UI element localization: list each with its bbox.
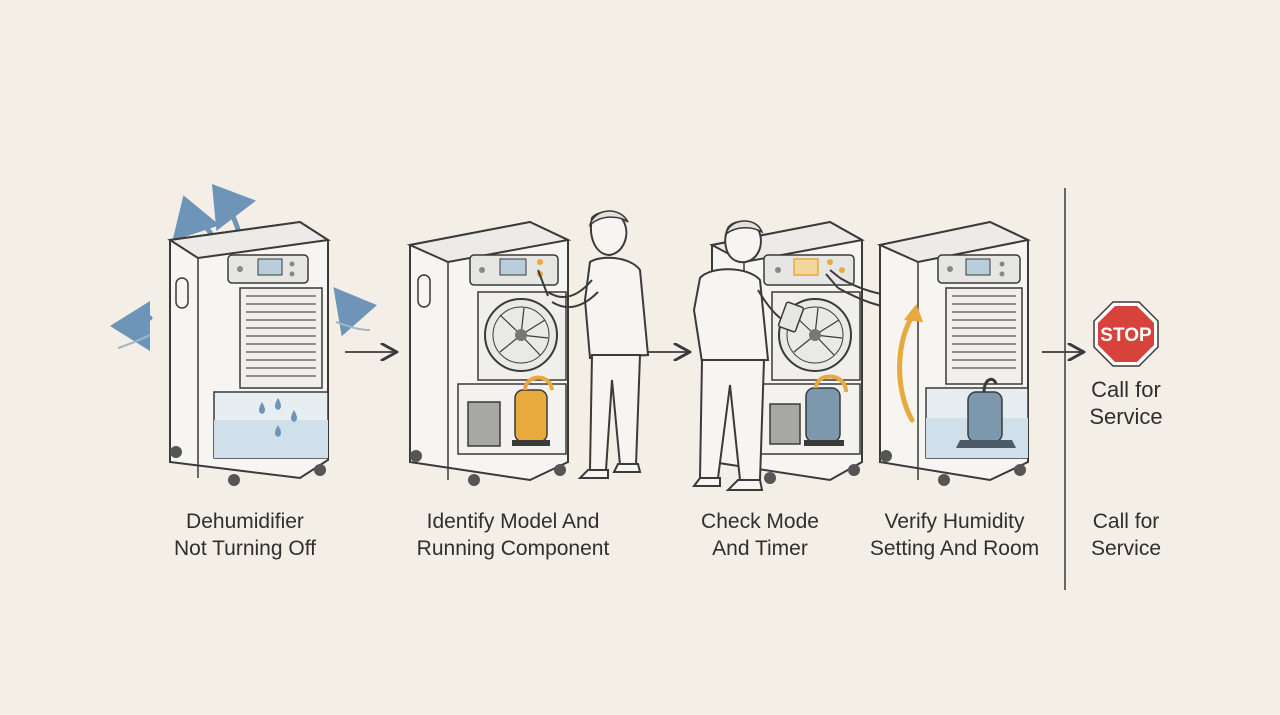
caption-line: And Timer [712,537,808,560]
water-drop-icon [275,398,281,410]
airflow-right-arrow-icon [333,287,377,337]
caption-line: Not Turning Off [173,537,317,560]
identify-model-illustration [406,210,650,486]
airflow-left-arrow-icon [110,300,153,351]
water-drop-icon [291,410,297,422]
dehumidifier-running-illustration [110,184,377,486]
stop-sign-label: Call for Service [1080,376,1172,430]
tablet-icon [777,301,805,333]
step-caption-4: Verify Humidity Setting And Room [852,508,1057,562]
water-drop-icon [259,402,265,414]
caption-line: Verify Humidity [884,510,1025,533]
technician-figure [692,220,805,491]
step-caption-3: Check Mode And Timer [680,508,840,562]
stop-label-line-2: Service [1089,404,1163,429]
verify-humidity-illustration [876,220,1032,486]
compressor-icon [805,387,841,443]
caption-line: Identify Model And [426,510,600,533]
stop-sign-text: STOP [1100,325,1152,346]
caption-line: Check Mode [701,510,819,533]
caption-line: Dehumidifier [186,510,304,533]
stop-sign-icon: STOP [1093,301,1159,367]
stop-label-line-1: Call for [1091,377,1161,402]
step-caption-2: Identify Model And Running Component [398,508,628,562]
caption-line: Running Component [416,537,610,560]
compressor-icon [967,391,1003,443]
technician-figure [537,210,650,479]
step-caption-5: Call for Service [1080,508,1172,562]
water-drop-icon [275,425,281,437]
caption-line: Call for [1092,510,1160,533]
compressor-icon [514,389,548,443]
caption-line: Service [1090,537,1162,560]
airflow-circulation-arrow-icon [897,309,918,423]
check-mode-illustration [692,220,907,491]
step-caption-1: Dehumidifier Not Turning Off [145,508,345,562]
caption-line: Setting And Room [869,537,1040,560]
